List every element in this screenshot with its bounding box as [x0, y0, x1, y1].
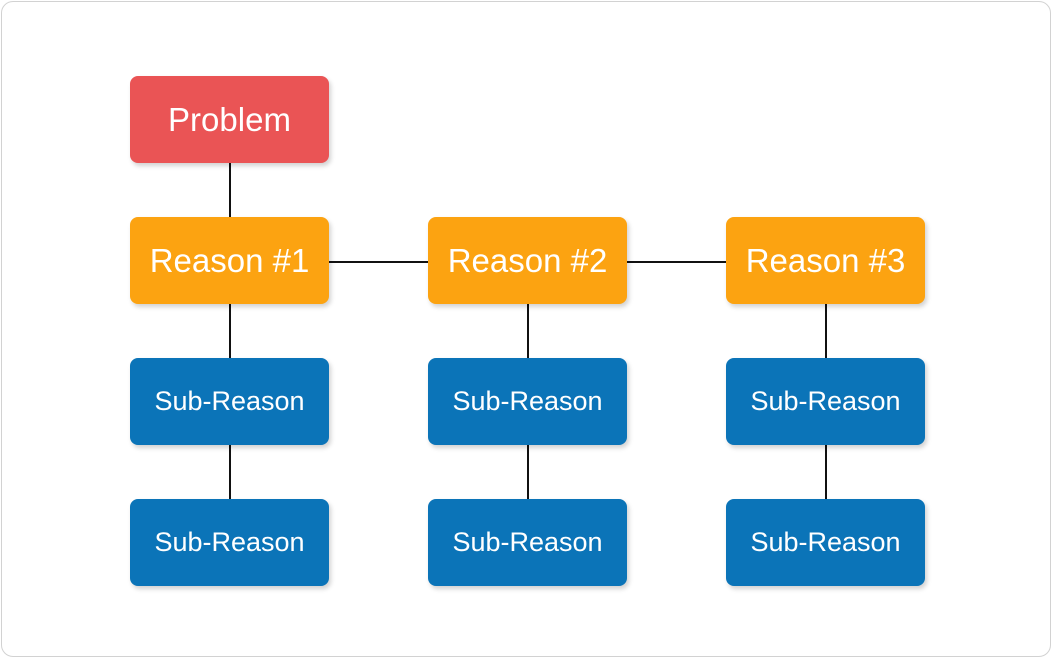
sub-reason-node-2-2: Sub-Reason — [428, 499, 627, 586]
connector-reason-2-sub-1 — [527, 304, 529, 359]
sub-reason-node-2-1: Sub-Reason — [428, 358, 627, 445]
problem-label: Problem — [168, 100, 291, 138]
sub-reason-label: Sub-Reason — [452, 386, 603, 416]
sub-reason-label: Sub-Reason — [452, 527, 603, 557]
connector-reason-1-reason-2 — [329, 261, 429, 263]
reason-label: Reason #3 — [745, 241, 906, 279]
sub-reason-label: Sub-Reason — [750, 386, 901, 416]
connector-reason-1-sub-1 — [229, 304, 231, 359]
sub-reason-node-3-2: Sub-Reason — [726, 499, 925, 586]
connector-sub-1-sub-2-col-1 — [229, 445, 231, 500]
reason-node-3: Reason #3 — [726, 217, 925, 304]
sub-reason-label: Sub-Reason — [154, 386, 305, 416]
connector-sub-1-sub-2-col-2 — [527, 445, 529, 500]
sub-reason-node-1-1: Sub-Reason — [130, 358, 329, 445]
connector-sub-1-sub-2-col-3 — [825, 445, 827, 500]
reason-label: Reason #1 — [149, 241, 310, 279]
connector-reason-2-reason-3 — [627, 261, 727, 263]
reason-node-2: Reason #2 — [428, 217, 627, 304]
sub-reason-label: Sub-Reason — [750, 527, 901, 557]
connector-problem-reason-1 — [229, 163, 231, 218]
sub-reason-node-1-2: Sub-Reason — [130, 499, 329, 586]
reason-label: Reason #2 — [447, 241, 608, 279]
reason-node-1: Reason #1 — [130, 217, 329, 304]
sub-reason-label: Sub-Reason — [154, 527, 305, 557]
connector-reason-3-sub-1 — [825, 304, 827, 359]
problem-node: Problem — [130, 76, 329, 163]
sub-reason-node-3-1: Sub-Reason — [726, 358, 925, 445]
